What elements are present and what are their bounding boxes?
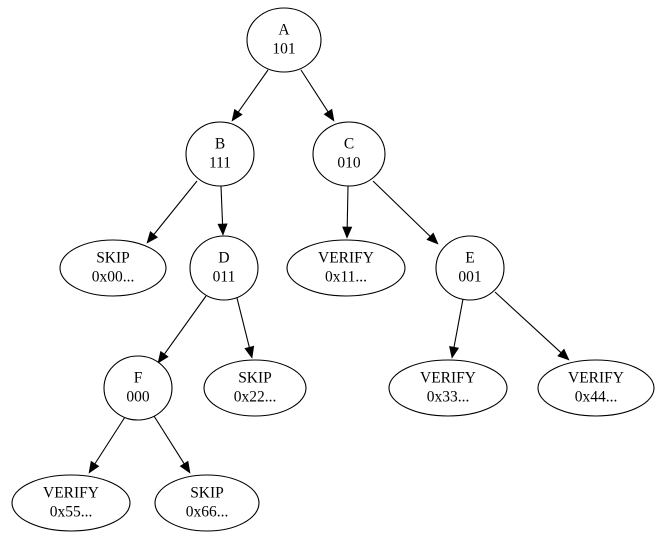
node-ellipse[interactable] bbox=[286, 239, 406, 297]
node-label-secondary: 0x33... bbox=[427, 389, 470, 406]
node-label-secondary: 0x55... bbox=[50, 504, 93, 521]
node-a[interactable]: A 101 bbox=[246, 7, 322, 73]
edge-f-to-verify_55 bbox=[88, 416, 126, 474]
node-skip-00[interactable]: SKIP 0x00... bbox=[59, 239, 167, 297]
node-skip-66[interactable]: SKIP 0x66... bbox=[154, 474, 260, 532]
node-label-primary: C bbox=[344, 136, 354, 153]
node-label-secondary: 0x00... bbox=[92, 269, 135, 286]
arrowhead-icon bbox=[557, 348, 570, 361]
edge-line bbox=[494, 291, 563, 354]
node-label-primary: SKIP bbox=[190, 485, 224, 502]
node-label-secondary: 0x22... bbox=[234, 389, 277, 406]
node-circle[interactable] bbox=[435, 235, 505, 301]
node-f[interactable]: F 000 bbox=[103, 355, 173, 421]
edge-line bbox=[453, 298, 464, 349]
node-verify-11[interactable]: VERIFY 0x11... bbox=[286, 239, 406, 297]
edge-line bbox=[237, 69, 269, 114]
node-label-primary: SKIP bbox=[96, 250, 130, 267]
node-ellipse[interactable] bbox=[203, 359, 307, 417]
arrowhead-icon bbox=[88, 460, 100, 474]
nodes-layer: A101B111C010SKIP0x00...D011VERIFY0x11...… bbox=[11, 7, 655, 532]
node-label-secondary: 011 bbox=[213, 269, 236, 286]
node-label-secondary: 001 bbox=[458, 269, 481, 286]
edge-line bbox=[236, 297, 251, 349]
node-circle[interactable] bbox=[189, 235, 259, 301]
arrowhead-icon bbox=[426, 232, 439, 245]
arrowhead-icon bbox=[146, 231, 159, 244]
node-label-primary: D bbox=[218, 250, 229, 267]
edge-line bbox=[372, 180, 432, 238]
arrowhead-icon bbox=[244, 345, 255, 359]
edge-line bbox=[152, 180, 198, 236]
node-ellipse[interactable] bbox=[59, 239, 167, 297]
node-d[interactable]: D 011 bbox=[189, 235, 259, 301]
node-label-primary: B bbox=[215, 136, 225, 153]
edge-b-to-skip_00 bbox=[146, 180, 198, 244]
node-b[interactable]: B 111 bbox=[185, 121, 255, 187]
edge-b-to-d bbox=[217, 185, 228, 236]
node-ellipse[interactable] bbox=[154, 474, 260, 532]
edge-f-to-skip_66 bbox=[153, 415, 191, 474]
node-label-primary: VERIFY bbox=[420, 370, 476, 387]
node-label-secondary: 0x66... bbox=[186, 504, 229, 521]
node-label-secondary: 101 bbox=[272, 41, 295, 58]
edge-e-to-verify_44 bbox=[494, 291, 570, 361]
node-label-secondary: 111 bbox=[209, 155, 231, 172]
arrowhead-icon bbox=[157, 350, 169, 364]
edge-line bbox=[346, 185, 349, 229]
node-skip-22[interactable]: SKIP 0x22... bbox=[203, 359, 307, 417]
edge-c-to-e bbox=[372, 180, 439, 245]
node-label-primary: VERIFY bbox=[43, 485, 99, 502]
node-ellipse[interactable] bbox=[11, 474, 131, 532]
node-verify-55[interactable]: VERIFY 0x55... bbox=[11, 474, 131, 532]
node-ellipse[interactable] bbox=[537, 359, 655, 417]
node-label-secondary: 0x11... bbox=[325, 269, 367, 286]
edge-a-to-c bbox=[300, 69, 335, 122]
arrowhead-icon bbox=[231, 108, 243, 122]
arrowhead-icon bbox=[449, 345, 460, 359]
node-circle[interactable] bbox=[246, 7, 322, 73]
edge-line bbox=[163, 295, 207, 356]
edge-d-to-skip_22 bbox=[236, 297, 255, 359]
edge-c-to-verify_11 bbox=[342, 185, 353, 239]
node-label-secondary: 0x44... bbox=[575, 389, 618, 406]
node-circle[interactable] bbox=[185, 121, 255, 187]
edge-a-to-b bbox=[231, 69, 269, 122]
arrowhead-icon bbox=[342, 226, 353, 239]
node-label-primary: VERIFY bbox=[568, 370, 624, 387]
node-label-primary: E bbox=[465, 250, 474, 267]
edge-line bbox=[300, 69, 330, 114]
edge-line bbox=[93, 416, 126, 466]
arrowhead-icon bbox=[179, 460, 191, 474]
edge-e-to-verify_33 bbox=[449, 298, 464, 359]
node-circle[interactable] bbox=[312, 121, 386, 187]
edges-layer bbox=[88, 69, 570, 474]
node-verify-44[interactable]: VERIFY 0x44... bbox=[537, 359, 655, 417]
node-label-primary: VERIFY bbox=[318, 250, 374, 267]
node-label-primary: A bbox=[278, 22, 290, 39]
arrowhead-icon bbox=[217, 223, 228, 236]
node-verify-33[interactable]: VERIFY 0x33... bbox=[388, 359, 508, 417]
edge-line bbox=[220, 185, 224, 226]
node-ellipse[interactable] bbox=[388, 359, 508, 417]
node-circle[interactable] bbox=[103, 355, 173, 421]
arrowhead-icon bbox=[323, 108, 335, 122]
node-label-secondary: 000 bbox=[126, 389, 150, 406]
node-label-secondary: 010 bbox=[337, 155, 361, 172]
edge-d-to-f bbox=[157, 295, 207, 364]
node-e[interactable]: E 001 bbox=[435, 235, 505, 301]
edge-line bbox=[153, 415, 186, 466]
node-label-primary: SKIP bbox=[238, 370, 272, 387]
node-c[interactable]: C 010 bbox=[312, 121, 386, 187]
node-label-primary: F bbox=[134, 370, 143, 387]
